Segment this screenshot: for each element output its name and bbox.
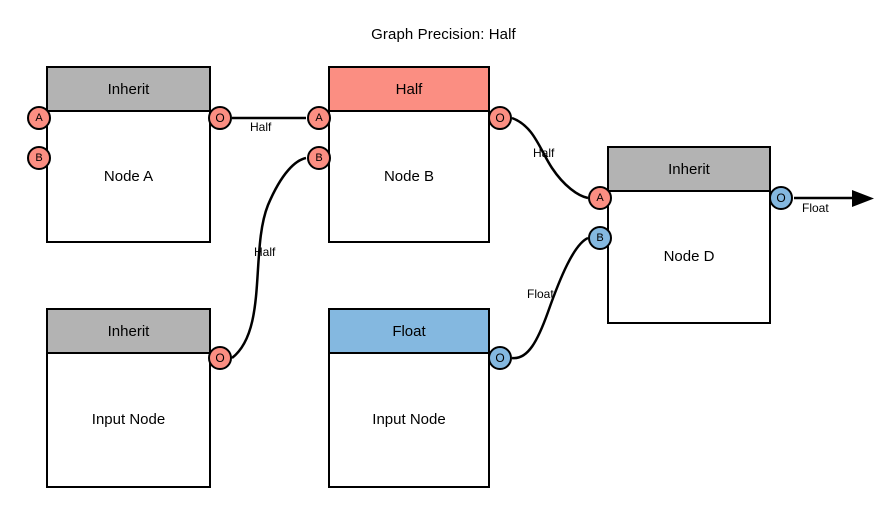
node-node-a[interactable]: Inherit Node A [46, 66, 211, 243]
graph-title: Graph Precision: Half [371, 26, 516, 43]
node-d-output-port-o[interactable]: O [769, 186, 793, 210]
edge-label-a-to-b: Half [250, 120, 272, 134]
edge-label-b-to-d: Half [533, 146, 555, 160]
wire-in1-o-to-b-b [231, 156, 307, 359]
output-arrowhead [852, 190, 874, 207]
node-a-input-port-a[interactable]: A [27, 106, 51, 130]
node-input-node-1[interactable]: Inherit Input Node [46, 308, 211, 488]
node-node-b[interactable]: Half Node B [328, 66, 490, 243]
node-b-header: Half [330, 68, 488, 112]
node-a-output-port-o[interactable]: O [208, 106, 232, 130]
node-b-output-port-o[interactable]: O [488, 106, 512, 130]
node-b-input-port-a[interactable]: A [307, 106, 331, 130]
node-b-body-label: Node B [383, 167, 435, 185]
input-node-1-body-label: Input Node [91, 411, 166, 428]
input-node-1-header: Inherit [48, 310, 209, 354]
node-d-header: Inherit [609, 148, 769, 192]
node-a-input-port-b[interactable]: B [27, 146, 51, 170]
wire-b-o-to-d-a [511, 116, 589, 200]
edge-label-d-output: Float [802, 201, 829, 215]
node-d-body-label: Node D [663, 248, 715, 265]
node-node-d[interactable]: Inherit Node D [607, 146, 771, 324]
wire-in2-o-to-d-b [511, 236, 589, 360]
node-a-header: Inherit [48, 68, 209, 112]
input-node-2-output-port-o[interactable]: O [488, 346, 512, 370]
node-d-input-port-b[interactable]: B [588, 226, 612, 250]
input-node-1-output-port-o[interactable]: O [208, 346, 232, 370]
edge-label-in1-to-b: Half [254, 245, 276, 259]
node-d-input-port-a[interactable]: A [588, 186, 612, 210]
input-node-2-header: Float [330, 310, 488, 354]
node-a-body-label: Node A [103, 167, 154, 185]
node-b-input-port-b[interactable]: B [307, 146, 331, 170]
node-input-node-2[interactable]: Float Input Node [328, 308, 490, 488]
input-node-2-body-label: Input Node [372, 411, 446, 428]
edge-label-in2-to-d: Float [527, 287, 554, 301]
